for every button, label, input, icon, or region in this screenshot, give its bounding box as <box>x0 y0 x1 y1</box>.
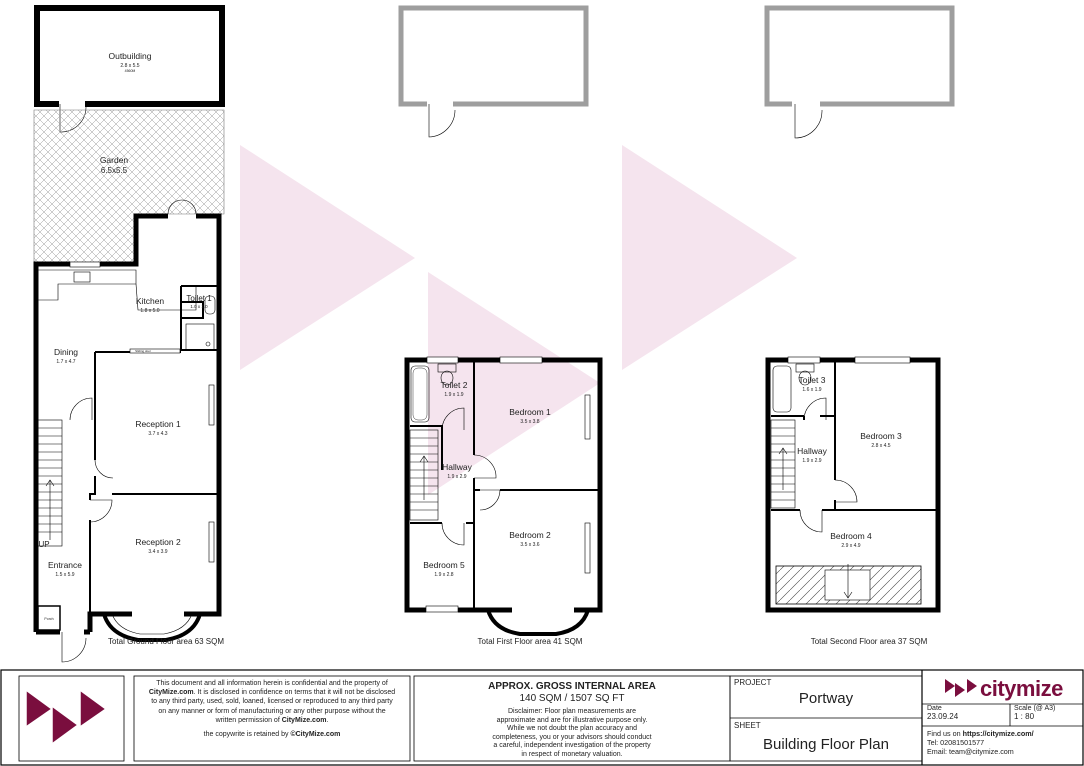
first-floor-total: Total First Floor area 41 SQM <box>478 637 583 646</box>
watermark-arrows <box>240 145 797 495</box>
room-sub-outbuilding: 4560M <box>125 69 136 73</box>
first-labels: Toilet 2 1.9 x 1.9 Bedroom 1 3.5 x 3.8 H… <box>423 380 583 646</box>
room-dims-bedroom-1: 3.5 x 3.8 <box>520 419 539 425</box>
room-dims-outbuilding: 2.8 x 5.5 <box>120 63 139 69</box>
room-name-dining: Dining <box>54 347 78 357</box>
disclaimer-line-2: approximate and are for illustrative pur… <box>496 716 648 724</box>
scale-value: 1 : 80 <box>1014 712 1035 721</box>
brand-inline: CityMize.com <box>148 689 194 697</box>
project-value: Portway <box>798 690 854 707</box>
room-name-bedroom-5: Bedroom 5 <box>423 560 465 570</box>
area-heading: APPROX. GROSS INTERNAL AREA <box>488 681 656 692</box>
scale-label: Scale (@ A3) <box>1014 705 1056 712</box>
area-value: 140 SQM / 1507 SQ FT <box>519 693 625 704</box>
contact-email[interactable]: Email: team@citymize.com <box>927 747 1014 756</box>
second-floor-total: Total Second Floor area 37 SQM <box>811 637 928 646</box>
disclaimer-line-6: in respect of monetary valuation. <box>521 750 623 758</box>
room-dims-reception-2: 3.4 x 3.9 <box>148 549 167 555</box>
contact-find-pre: Find us on <box>927 729 963 738</box>
date-field: Date 23.09.24 <box>927 705 958 721</box>
contact-tel: Tel: 02081501577 <box>927 738 985 747</box>
room-name-toilet-2: Toilet 2 <box>441 380 468 390</box>
room-name-bedroom-4: Bedroom 4 <box>830 531 872 541</box>
confidential-line-2-rest: . It is disclosed in confidence on terms… <box>193 689 396 697</box>
disclaimer-line-3: While we not doubt the plan accuracy and <box>507 725 637 733</box>
confidential-line-1: This document and all information herein… <box>156 680 388 687</box>
stairs-up-label: UP <box>38 540 49 549</box>
room-name-reception-1: Reception 1 <box>135 419 181 429</box>
sheet-value: Building Floor Plan <box>763 736 889 753</box>
room-dims-bedroom-3: 2.8 x 4.5 <box>871 443 890 449</box>
room-name-kitchen: Kitchen <box>136 296 165 306</box>
room-dims-entrance: 1.5 x 5.9 <box>55 572 74 578</box>
brand-name: citymize <box>980 676 1063 701</box>
date-value: 23.09.24 <box>927 712 959 721</box>
room-name-toilet-3: Toilet 3 <box>799 375 826 385</box>
sliding-door-note: Sliding door <box>135 349 151 353</box>
brand-inline-2: CityMize.com <box>281 716 327 724</box>
ground-floor-total: Total Ground Floor area 63 SQM <box>108 637 224 646</box>
room-name-bedroom-1: Bedroom 1 <box>509 407 551 417</box>
second-floor-plan <box>764 5 955 613</box>
room-dims-garden: 6.5x5.5 <box>101 166 128 175</box>
date-label: Date <box>927 705 942 712</box>
room-name-garden: Garden <box>100 155 129 165</box>
disclaimer-line-5: a careful, independent investigation of … <box>493 742 651 750</box>
confidential-line-3: to any third party, used, sold, loaned, … <box>151 698 393 706</box>
confidential-line-4: on any manner or form of manufacturing o… <box>158 707 386 715</box>
ground-floor-plan <box>33 5 225 663</box>
first-floor-plan <box>398 5 603 636</box>
disclaimer-line-4: completeness, you or your advisors shoul… <box>492 733 652 741</box>
room-dims-toilet-3: 1.6 x 1.9 <box>802 387 821 393</box>
room-dims-toilet-1: 1.0 x 1.0 <box>190 304 208 309</box>
disclaimer: Disclaimer: Floor plan measurements are … <box>414 708 730 760</box>
second-labels: Toilet 3 1.6 x 1.9 Bedroom 3 2.8 x 4.5 H… <box>797 375 927 646</box>
ground-labels: Outbuilding 2.8 x 5.5 4560M Garden 6.5x5… <box>38 51 224 646</box>
room-dims-hallway-second: 1.9 x 2.9 <box>802 458 821 464</box>
room-name-entrance: Entrance <box>48 560 82 570</box>
room-dims-toilet-2: 1.9 x 1.9 <box>444 392 463 398</box>
confidential-line-2: CityMize.com. It is disclosed in confide… <box>134 688 410 697</box>
contact-find: Find us on https://citymize.com/ <box>927 729 1034 738</box>
copyright-pre: the copywrite is retained by <box>203 731 291 739</box>
room-name-outbuilding: Outbuilding <box>108 51 151 61</box>
contact-info: Find us on https://citymize.com/ Tel: 02… <box>927 729 1034 756</box>
brand-logo-icon <box>945 679 977 697</box>
website-link[interactable]: https://citymize.com/ <box>962 729 1034 738</box>
room-dims-kitchen: 1.8 x 5.0 <box>140 308 159 314</box>
room-dims-bedroom-4: 2.9 x 4.9 <box>841 543 860 549</box>
confidential-line-5-pre: written permission of <box>215 716 282 724</box>
room-name-bedroom-3: Bedroom 3 <box>860 431 902 441</box>
room-name-reception-2: Reception 2 <box>135 537 181 547</box>
confidential-notice: This document and all information herein… <box>134 679 410 739</box>
room-dims-bedroom-5: 1.9 x 2.8 <box>434 572 453 578</box>
logo-arrows-icon <box>25 688 108 746</box>
confidential-line-5-post: . <box>326 716 329 724</box>
room-dims-dining: 1.7 x 4.7 <box>56 359 75 365</box>
room-name-hallway-second: Hallway <box>797 446 828 456</box>
room-name-toilet-1: Toilet 1 <box>186 294 212 303</box>
room-name-bedroom-2: Bedroom 2 <box>509 530 551 540</box>
disclaimer-line-1: Disclaimer: Floor plan measurements are <box>508 708 636 715</box>
copyright-brand: ©CityMize.com <box>290 731 341 739</box>
confidential-line-5: written permission of CityMize.com. <box>134 716 410 725</box>
area-panel: APPROX. GROSS INTERNAL AREA 140 SQM / 15… <box>414 681 730 760</box>
project-label: PROJECT <box>734 678 772 687</box>
room-name-hallway-first: Hallway <box>442 462 473 472</box>
scale-field: Scale (@ A3) 1 : 80 <box>1014 705 1055 721</box>
porch-label: Porch <box>44 617 53 621</box>
copyright-line: the copywrite is retained by ©CityMize.c… <box>134 730 410 739</box>
room-dims-bedroom-2: 3.5 x 3.6 <box>520 542 539 548</box>
room-dims-hallway-first: 1.9 x 2.9 <box>447 474 466 480</box>
room-dims-reception-1: 3.7 x 4.3 <box>148 431 167 437</box>
sheet-label: SHEET <box>734 721 761 730</box>
